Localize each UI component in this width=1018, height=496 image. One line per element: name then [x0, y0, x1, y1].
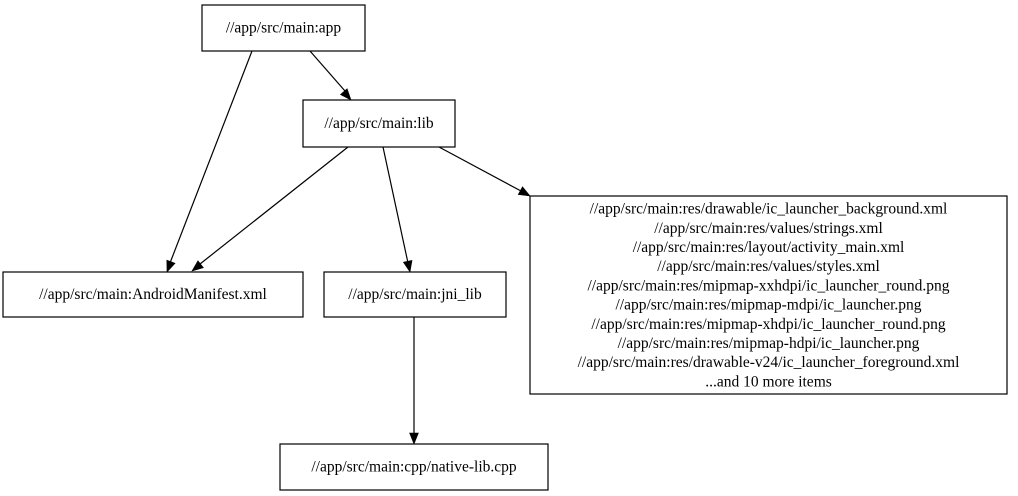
- graph-edge: [438, 146, 531, 197]
- edge-arrowhead: [402, 259, 413, 273]
- graph-edge: [409, 317, 419, 445]
- node-box[interactable]: [201, 4, 366, 52]
- node-label-line: //app/src/main:res/mipmap-mdpi/ic_launch…: [615, 297, 921, 314]
- node-label-line: //app/src/main:res/mipmap-hdpi/ic_launch…: [618, 335, 920, 352]
- node-label: //app/src/main:cpp/native-lib.cpp: [311, 459, 517, 476]
- graph-node-app[interactable]: //app/src/main:app: [201, 4, 366, 52]
- graph-edge: [191, 146, 349, 272]
- node-label: //app/src/main:lib: [324, 115, 434, 132]
- node-box[interactable]: [279, 443, 549, 491]
- edge-arrowhead: [517, 186, 531, 197]
- node-label: //app/src/main:jni_lib: [348, 286, 482, 303]
- edge-arrowhead: [339, 88, 352, 101]
- graph-node-jni_lib[interactable]: //app/src/main:jni_lib: [323, 271, 507, 318]
- graph-edge: [309, 50, 352, 101]
- node-label-line: //app/src/main:res/drawable/ic_launcher_…: [590, 201, 948, 218]
- node-label-line: //app/src/main:res/mipmap-xhdpi/ic_launc…: [591, 316, 946, 333]
- graph-edge: [382, 146, 413, 273]
- node-label-line: ...and 10 more items: [705, 373, 832, 390]
- nodes-layer: //app/src/main:app //app/src/main:lib //ap…: [2, 4, 1008, 491]
- node-box[interactable]: [302, 99, 456, 148]
- node-box[interactable]: [2, 271, 304, 318]
- edge-line: [309, 50, 346, 92]
- edge-line: [199, 146, 349, 265]
- graph-edge: [166, 50, 253, 273]
- graph-node-lib[interactable]: //app/src/main:lib: [302, 99, 456, 148]
- graph-node-manifest[interactable]: //app/src/main:AndroidManifest.xml: [2, 271, 304, 318]
- node-label-line: //app/src/main:res/values/styles.xml: [657, 258, 880, 275]
- node-box[interactable]: [323, 271, 507, 318]
- edge-arrowhead: [191, 260, 204, 272]
- node-label: //app/src/main:app: [226, 20, 342, 37]
- edge-line: [438, 146, 522, 192]
- edge-line: [169, 50, 253, 264]
- edge-line: [382, 146, 409, 264]
- node-label-line: //app/src/main:res/values/strings.xml: [654, 220, 883, 237]
- node-box[interactable]: [529, 195, 1008, 395]
- node-label: //app/src/main:AndroidManifest.xml: [39, 286, 267, 303]
- graph-node-resources[interactable]: //app/src/main:res/drawable/ic_launcher_…: [529, 195, 1008, 395]
- edge-arrowhead: [409, 432, 419, 445]
- graph-node-native_lib[interactable]: //app/src/main:cpp/native-lib.cpp: [279, 443, 549, 491]
- node-label-line: //app/src/main:res/layout/activity_main.…: [633, 239, 905, 256]
- edge-arrowhead: [166, 259, 176, 273]
- node-label-line: //app/src/main:res/mipmap-xxhdpi/ic_laun…: [587, 277, 949, 294]
- node-label-line: //app/src/main:res/drawable-v24/ic_launc…: [578, 354, 960, 371]
- edges-layer: [166, 50, 531, 445]
